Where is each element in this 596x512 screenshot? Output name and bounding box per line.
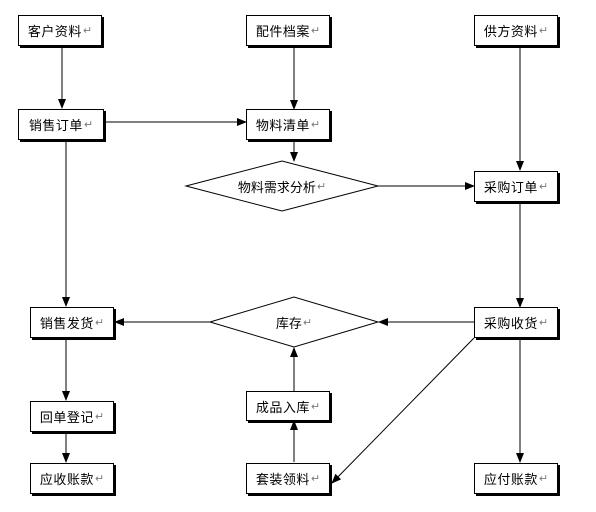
node-label: 供方资料 [483,25,538,40]
node-receipt-registration: 回单登记↵ [30,401,114,432]
node-label: 销售发货 [39,317,94,332]
node-material-requirement-analysis: 物料需求分析↵ [186,161,378,211]
node-kit-material-requisition: 套装领料↵ [246,463,330,494]
node-customer-data: 客户资料↵ [18,15,102,46]
paragraph-mark-icon: ↵ [82,24,93,37]
node-label: 采购订单 [483,181,538,196]
node-label: 应付账款 [483,473,538,488]
node-sales-order: 销售订单↵ [18,109,104,140]
node-label: 成品入库 [255,400,310,416]
paragraph-mark-icon: ↵ [538,316,549,329]
paragraph-mark-icon: ↵ [310,472,321,485]
paragraph-mark-icon: ↵ [310,24,321,37]
node-label: 应收账款 [39,473,94,488]
paragraph-mark-icon: ↵ [310,118,321,131]
paragraph-mark-icon: ↵ [94,316,105,329]
node-material-list: 物料清单↵ [246,109,330,140]
node-label: 客户资料 [27,25,82,40]
node-purchase-receipt: 采购收货↵ [474,307,558,338]
node-purchase-order: 采购订单↵ [474,171,558,202]
node-finished-goods-inbound: 成品入库↵ [246,391,330,421]
paragraph-mark-icon: ↵ [302,315,313,329]
node-supplier-data: 供方资料↵ [474,15,558,46]
node-label: 销售订单 [28,119,83,134]
node-label: 配件档案 [255,25,310,40]
node-accounts-payable: 应付账款↵ [474,463,558,494]
arrow-receipt-to-kit-requisition [331,337,475,484]
node-sales-delivery: 销售发货↵ [30,307,114,338]
paragraph-mark-icon: ↵ [538,24,549,37]
node-label: 套装领料 [255,473,310,488]
paragraph-mark-icon: ↵ [94,472,105,485]
node-label: 物料需求分析 [237,180,316,196]
paragraph-mark-icon: ↵ [316,179,327,193]
node-inventory: 库存↵ [210,297,378,347]
node-label: 物料清单 [255,119,310,134]
paragraph-mark-icon: ↵ [83,118,94,131]
node-label: 采购收货 [483,317,538,332]
node-accounts-receivable: 应收账款↵ [30,463,114,494]
node-label: 回单登记 [39,411,94,426]
node-label: 库存 [275,316,302,332]
node-parts-archive: 配件档案↵ [246,15,330,46]
paragraph-mark-icon: ↵ [538,180,549,193]
paragraph-mark-icon: ↵ [94,410,105,423]
paragraph-mark-icon: ↵ [310,399,321,413]
paragraph-mark-icon: ↵ [538,472,549,485]
